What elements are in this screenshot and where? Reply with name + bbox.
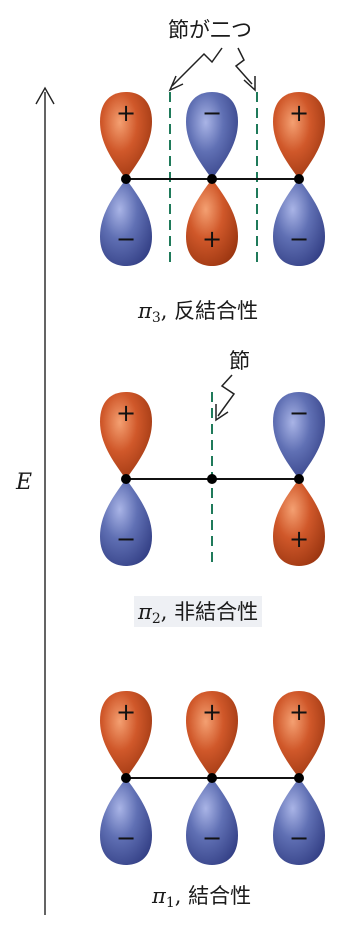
atom-dot-pi3-2: [207, 174, 217, 184]
lobe-bottom-pi2-3: [273, 479, 325, 566]
atom-dot-pi2-3: [294, 474, 304, 484]
atom-dot-pi3-1: [121, 174, 131, 184]
phase-sign-top-pi2-1: +: [116, 399, 136, 427]
level-subscript-pi3: 3: [151, 310, 161, 326]
level-symbol-pi3: π: [138, 299, 152, 323]
lobe-bottom-pi2-1: [100, 479, 152, 566]
level-subscript-pi1: 1: [165, 895, 175, 911]
level-name-pi2: 非結合性: [174, 600, 259, 624]
lobe-top-pi1-1: [100, 691, 152, 778]
lobe-bottom-pi1-2: [186, 778, 238, 865]
callout-arrowhead-pi3-left: [168, 75, 184, 92]
lobe-top-pi3-1: [100, 92, 152, 179]
callout-arrow-pi3-left: [171, 47, 223, 87]
callout-arrow-pi3-right: [234, 47, 253, 85]
callout-arrowhead-pi3-right: [243, 76, 256, 92]
lobe-bottom-pi1-1: [100, 778, 152, 865]
lobe-bottom-pi3-1: [100, 179, 152, 266]
phase-sign-top-pi1-3: +: [289, 698, 309, 726]
level-subscript-pi2: 2: [151, 611, 161, 627]
phase-sign-bottom-pi2-1: −: [116, 525, 136, 553]
phase-sign-top-pi3-1: +: [116, 99, 136, 127]
lobe-bottom-pi3-2: [186, 179, 238, 266]
phase-sign-bottom-pi3-1: −: [116, 225, 136, 253]
level-label-pi2: π2, 非結合性: [134, 596, 263, 627]
phase-sign-bottom-pi1-1: −: [116, 824, 136, 852]
level-symbol-pi1: π: [152, 884, 166, 908]
phase-sign-bottom-pi1-2: −: [202, 824, 222, 852]
level-label-pi3: π3, 反結合性: [138, 295, 258, 326]
energy-axis-label: E: [16, 470, 33, 495]
callout-arrowhead-pi2: [215, 404, 229, 422]
lobe-bottom-pi1-3: [273, 778, 325, 865]
lobe-top-pi1-2: [186, 691, 238, 778]
lobe-top-pi3-3: [273, 92, 325, 179]
lobe-top-pi3-2: [186, 92, 238, 179]
atom-dot-pi1-2: [207, 773, 217, 783]
atom-dot-pi1-1: [121, 773, 131, 783]
phase-sign-bottom-pi2-3: +: [289, 525, 309, 553]
atom-dot-pi2-2: [207, 474, 217, 484]
node-single-label: 節: [229, 349, 250, 373]
level-separator-pi2: ,: [160, 600, 175, 624]
phase-sign-top-pi3-2: −: [202, 99, 222, 127]
lobe-top-pi2-3: [273, 392, 325, 479]
level-label-pi1: π1, 結合性: [152, 880, 251, 911]
phase-sign-top-pi2-3: −: [289, 399, 309, 427]
phase-sign-bottom-pi1-3: −: [289, 824, 309, 852]
level-separator-pi1: ,: [174, 884, 189, 908]
callout-arrow-pi2: [217, 374, 236, 417]
atom-dot-pi2-1: [121, 474, 131, 484]
level-name-pi1: 結合性: [188, 884, 252, 908]
phase-sign-bottom-pi3-2: +: [202, 225, 222, 253]
phase-sign-top-pi1-2: +: [202, 698, 222, 726]
lobe-bottom-pi3-3: [273, 179, 325, 266]
atom-dot-pi3-3: [294, 174, 304, 184]
lobe-top-pi2-1: [100, 392, 152, 479]
nodes-pair-label: 節が二つ: [168, 18, 252, 42]
level-separator-pi3: ,: [160, 299, 175, 323]
atom-dot-pi1-3: [294, 773, 304, 783]
level-name-pi3: 反結合性: [174, 299, 259, 323]
level-symbol-pi2: π: [138, 600, 152, 624]
phase-sign-bottom-pi3-3: −: [289, 225, 309, 253]
energy-axis-arrowhead: [35, 86, 55, 105]
phase-sign-top-pi1-1: +: [116, 698, 136, 726]
phase-sign-top-pi3-3: +: [289, 99, 309, 127]
lobe-top-pi1-3: [273, 691, 325, 778]
